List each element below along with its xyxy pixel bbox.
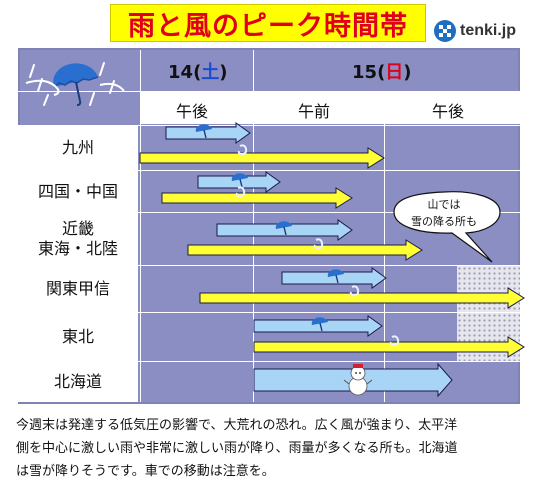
callout-line-2: 雪の降る所も	[411, 215, 477, 228]
callout-line-1: 山では	[427, 198, 461, 211]
mountain-snow-callout: 山では 雪の降る所も	[392, 188, 504, 270]
grid-line	[18, 170, 520, 171]
snowman-icon	[343, 364, 373, 396]
brand: tenki.jp	[434, 20, 516, 42]
grid-line	[18, 125, 520, 126]
region-label-hokkaido: 北海道	[18, 362, 138, 402]
rain-arrow-tohoku	[253, 315, 383, 337]
note-line: 側を中心に激しい雨や非常に激しい雨が降り、雨量が多くなる所も。北海道	[16, 441, 458, 456]
grid-line	[18, 312, 520, 313]
page-title: 雨と風のピーク時間帯	[128, 10, 408, 42]
rain-arrow-kyushu	[165, 122, 251, 144]
forecast-note: 今週末は発達する低気圧の影響で、大荒れの恐れ。広く風が強まり、太平洋 側を中心に…	[16, 414, 526, 483]
period-label-sun-pm: 午後	[432, 102, 465, 121]
rain-arrow-kanto	[281, 267, 387, 289]
region-label-kanto: 関東甲信	[18, 266, 138, 312]
wind-arrow-tohoku	[253, 335, 525, 358]
title-banner: 雨と風のピーク時間帯	[110, 4, 426, 42]
wind-arrow-kinki	[187, 238, 423, 261]
region-label-kyushu: 九州	[18, 126, 138, 170]
period-label-sun-am: 午前	[298, 102, 331, 121]
wind-arrow-kanto	[199, 285, 525, 309]
grid-line	[18, 91, 520, 92]
note-line: は雪が降りそうです。車での移動は注意を。	[16, 464, 275, 479]
region-label-kinki-tokai: 近畿東海・北陸	[18, 213, 138, 265]
day-label-sat: 14(土)	[168, 62, 228, 83]
day-label-sun: 15(日)	[352, 62, 412, 83]
grid-line	[18, 212, 520, 213]
region-label-tohoku: 東北	[18, 313, 138, 361]
period-header	[140, 92, 520, 124]
period-label-sat-pm: 午後	[176, 102, 209, 121]
region-label-shikoku-chugoku: 四国・中国	[18, 171, 138, 212]
grid-line	[18, 265, 520, 266]
grid-line	[140, 50, 141, 402]
wind-arrow-kyushu	[139, 144, 385, 169]
snow-arrow-hokkaido	[253, 362, 453, 398]
wind-arrow-shikoku	[161, 186, 353, 209]
tenki-logo-icon	[434, 20, 456, 42]
grid-line	[18, 361, 520, 362]
note-line: 今週末は発達する低気圧の影響で、大荒れの恐れ。広く風が強まり、太平洋	[16, 418, 458, 433]
brand-name: tenki.jp	[460, 22, 517, 39]
rain-arrow-shikoku	[197, 171, 281, 193]
rain-umbrella-wind-icon	[25, 62, 125, 106]
rain-arrow-kinki	[216, 219, 353, 241]
